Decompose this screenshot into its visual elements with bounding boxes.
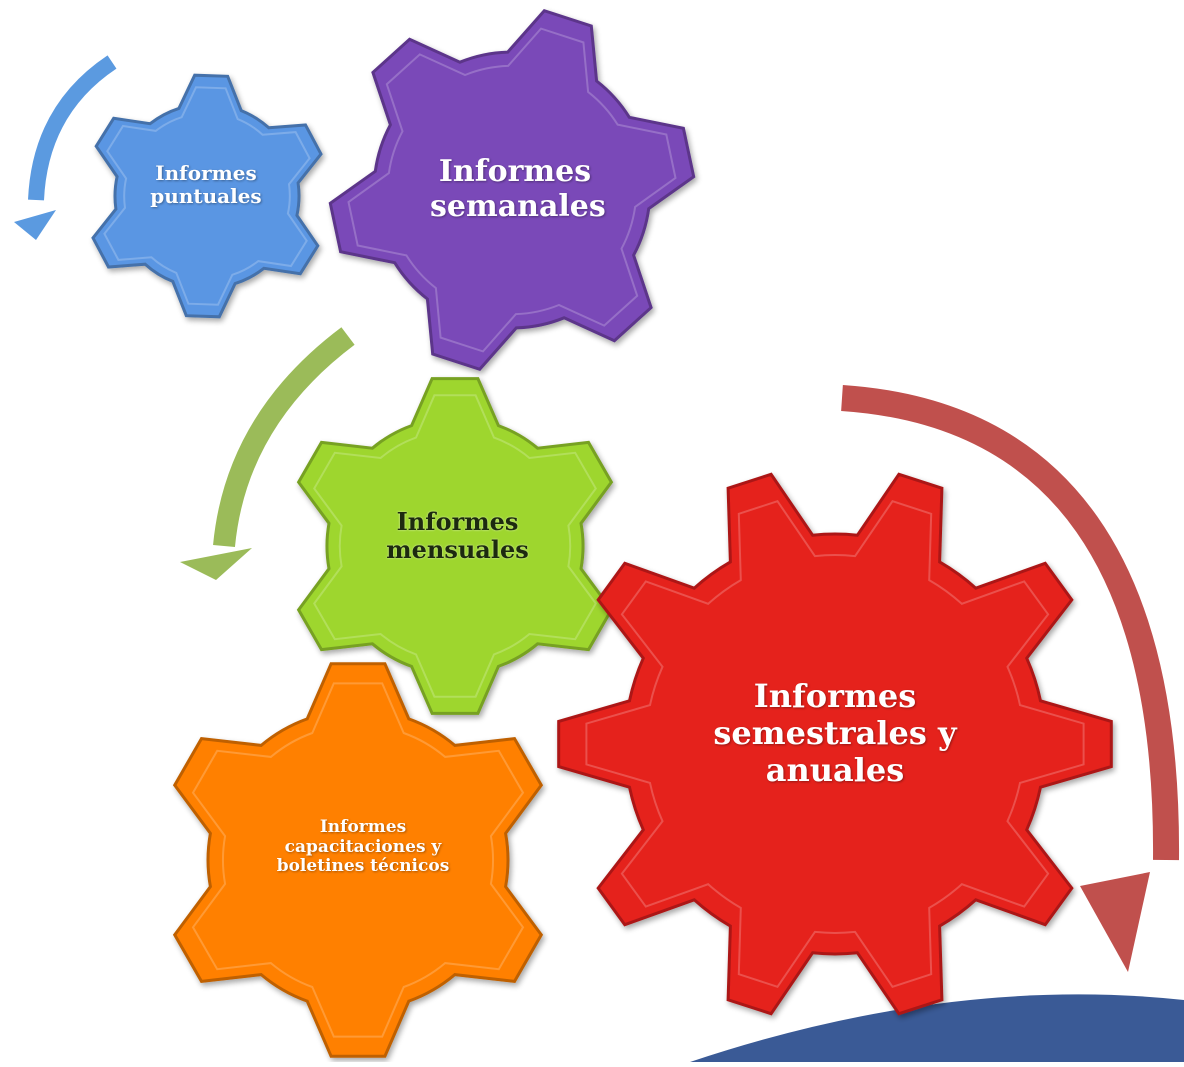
gear-bevel-puntuales [103, 86, 311, 306]
gear-bevel-mensuales [313, 394, 597, 698]
gear-bevel-semanales [347, 27, 677, 353]
blue-arrow-head [14, 210, 56, 240]
gear-bevel-semestrales [585, 500, 1085, 988]
green-arrow-head [180, 548, 252, 580]
gear-semestrales [557, 472, 1113, 1016]
gear-mensuales [296, 377, 614, 715]
blue-arrow-shaft [28, 55, 117, 201]
gear-capacitaciones [172, 662, 544, 1058]
red-arrow-head [1080, 872, 1150, 972]
footer-band [690, 994, 1184, 1062]
red-arrow-shaft [841, 385, 1180, 861]
gear-puntuales [91, 73, 323, 319]
green-arrow-shaft [213, 327, 355, 548]
gear-bevel-capacitaciones [191, 682, 525, 1038]
gear-semanales [328, 8, 696, 372]
